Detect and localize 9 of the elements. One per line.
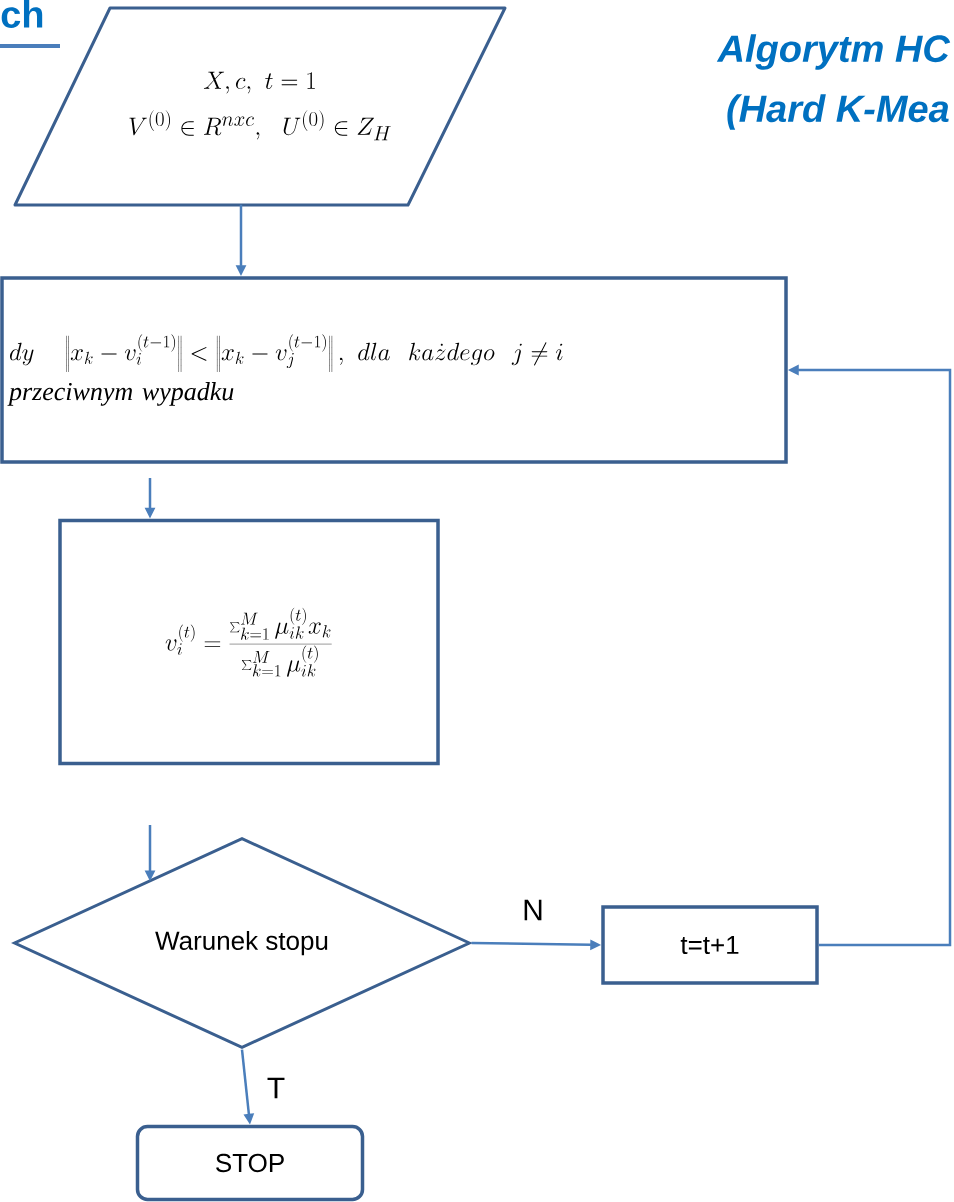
process-box: t=t+1 (601, 905, 819, 985)
process-box: $dy\quad \left\| x_k - v_i^{(t-1)} \right\| < \left\| x_k - v_j^{(t-1)} \right\|,\ dla\ \ ka\dot{z}dego\ \ j \neq i$ przeciwnym wypadku (0, 276, 788, 464)
title-text: Algorytm HC (716, 34, 951, 70)
title-text: (Hard K-Mea (727, 94, 949, 130)
edge-label: N (520, 897, 546, 923)
edge-label: T (264, 1075, 288, 1101)
heading-text: ch (1, 0, 43, 28)
process-box: $v_i^{(t)} = \frac{\sum_{k=1}^{M} \mu_{ik}^{(t)} x_k}{\sum_{k=1}^{M} \mu_{ik}^{(t)}}$ (58, 518, 440, 766)
terminal-box: STOP (135, 1124, 365, 1202)
